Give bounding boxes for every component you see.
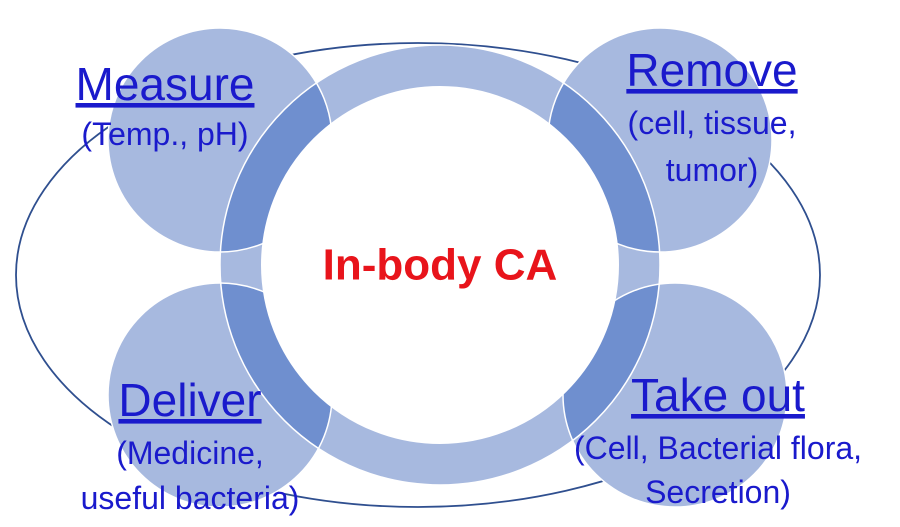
- measure-title: Measure: [76, 58, 255, 110]
- take-out-detail-line-2: Secretion): [645, 474, 791, 510]
- measure-detail-line-1: (Temp., pH): [81, 116, 248, 152]
- outer-loop-ellipse: [15, 42, 821, 508]
- deliver-detail-line-1: (Medicine,: [116, 435, 264, 471]
- take-out-detail-line-1: (Cell, Bacterial flora,: [574, 430, 862, 466]
- center-disk: [261, 86, 619, 444]
- take-out-title: Take out: [631, 369, 805, 421]
- remove-title: Remove: [626, 44, 797, 96]
- central-ring-outline: [219, 44, 661, 486]
- deliver-detail-line-2: useful bacteria): [81, 480, 300, 516]
- remove-detail-line-1: (cell, tissue,: [628, 105, 797, 141]
- deliver-title: Deliver: [118, 374, 261, 426]
- remove-detail-line-2: tumor): [666, 152, 758, 188]
- center-label: In-body CA: [323, 241, 558, 290]
